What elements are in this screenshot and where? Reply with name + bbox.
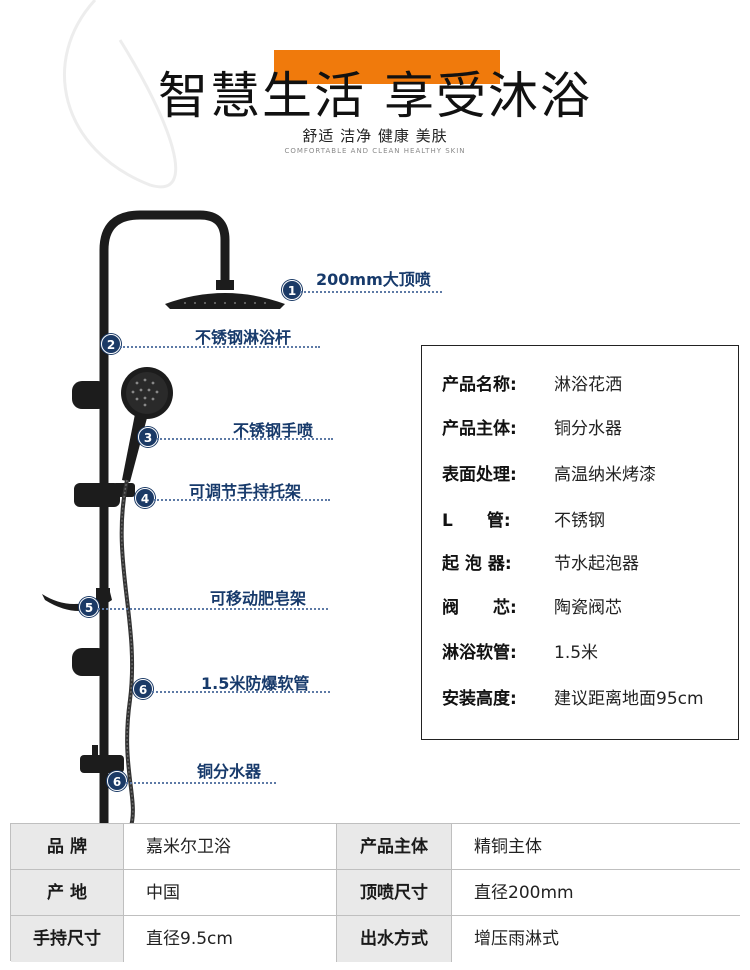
- title-highlight: [274, 50, 500, 84]
- spec-value: 淋浴花洒: [554, 375, 622, 395]
- part-number-badge: 4: [135, 488, 155, 508]
- spec-key: 起 泡 器:: [442, 554, 512, 574]
- table-key-cell: 手持尺寸: [11, 916, 124, 962]
- shower-set-illustration: [42, 210, 285, 830]
- callout-line: [154, 499, 330, 501]
- spec-key: 产品主体:: [442, 419, 517, 439]
- callout-line: [157, 438, 333, 440]
- table-key-cell: 出水方式: [337, 916, 452, 962]
- page-subtitle: 舒适 洁净 健康 美肤: [302, 127, 448, 145]
- spec-value: 节水起泡器: [554, 554, 639, 574]
- callout-line: [98, 608, 328, 610]
- table-key-cell: 产品主体: [337, 824, 452, 870]
- spec-value: 铜分水器: [554, 419, 622, 439]
- part-label: 铜分水器: [197, 762, 262, 781]
- part-label: 可调节手持托架: [189, 482, 302, 501]
- table-value-cell: 增压雨淋式: [452, 916, 740, 962]
- spec-value: 高温纳米烤漆: [554, 465, 656, 485]
- part-number-badge: 3: [138, 427, 158, 447]
- table-value-cell: 嘉米尔卫浴: [124, 824, 337, 870]
- part-number-badge: 6: [133, 679, 153, 699]
- part-label: 200mm大顶喷: [316, 270, 431, 289]
- lower-bracket: [72, 648, 108, 676]
- spec-key: 产品名称:: [442, 375, 517, 395]
- part-number-badge: 5: [79, 597, 99, 617]
- spec-value: 陶瓷阀芯: [554, 598, 622, 618]
- table-value-cell: 直径200mm: [452, 870, 740, 916]
- part-label: 不锈钢淋浴杆: [195, 328, 292, 347]
- table-key-cell: 产 地: [11, 870, 124, 916]
- spec-key: 淋浴软管:: [442, 643, 517, 663]
- top-shower-head: [165, 280, 285, 309]
- page-subtitle-english: COMFORTABLE AND CLEAN HEALTHY SKIN: [284, 147, 466, 155]
- table-key-cell: 品 牌: [11, 824, 124, 870]
- upper-bracket: [72, 381, 108, 409]
- callout-line: [300, 291, 442, 293]
- product-info-table: 品 牌 嘉米尔卫浴 产品主体 精铜主体 产 地 中国 顶喷尺寸 直径200mm …: [10, 823, 740, 962]
- spec-box: 产品名称: 淋浴花洒 产品主体: 铜分水器 表面处理: 高温纳米烤漆 L 管: …: [421, 345, 739, 740]
- spec-key: L 管:: [442, 511, 511, 531]
- diverter: [80, 745, 124, 773]
- table-value-cell: 精铜主体: [452, 824, 740, 870]
- callout-line: [126, 782, 276, 784]
- shower-pipe: [99, 210, 230, 830]
- table-key-cell: 顶喷尺寸: [337, 870, 452, 916]
- header: 智慧生活 享受沐浴: [0, 48, 750, 128]
- spec-key: 安装高度:: [442, 689, 517, 709]
- spec-key: 阀 芯:: [442, 598, 517, 618]
- callout-line: [152, 691, 330, 693]
- part-label: 可移动肥皂架: [210, 589, 307, 608]
- table-value-cell: 中国: [124, 870, 337, 916]
- spec-key: 表面处理:: [442, 465, 517, 485]
- part-label: 不锈钢手喷: [233, 421, 314, 440]
- part-label: 1.5米防爆软管: [201, 674, 310, 693]
- part-number-badge: 1: [282, 280, 302, 300]
- decorative-water-curve: [63, 0, 178, 189]
- hand-shower: [121, 367, 173, 482]
- table-value-cell: 直径9.5cm: [124, 916, 337, 962]
- part-number-badge: 6: [107, 771, 127, 791]
- spec-value: 建议距离地面95cm: [554, 689, 704, 709]
- spec-value: 不锈钢: [554, 511, 605, 531]
- spec-value: 1.5米: [554, 643, 599, 663]
- page-title: 智慧生活 享受沐浴: [158, 67, 592, 125]
- part-number-badge: 2: [101, 334, 121, 354]
- adjustable-holder: [74, 483, 120, 507]
- callout-line: [120, 346, 320, 348]
